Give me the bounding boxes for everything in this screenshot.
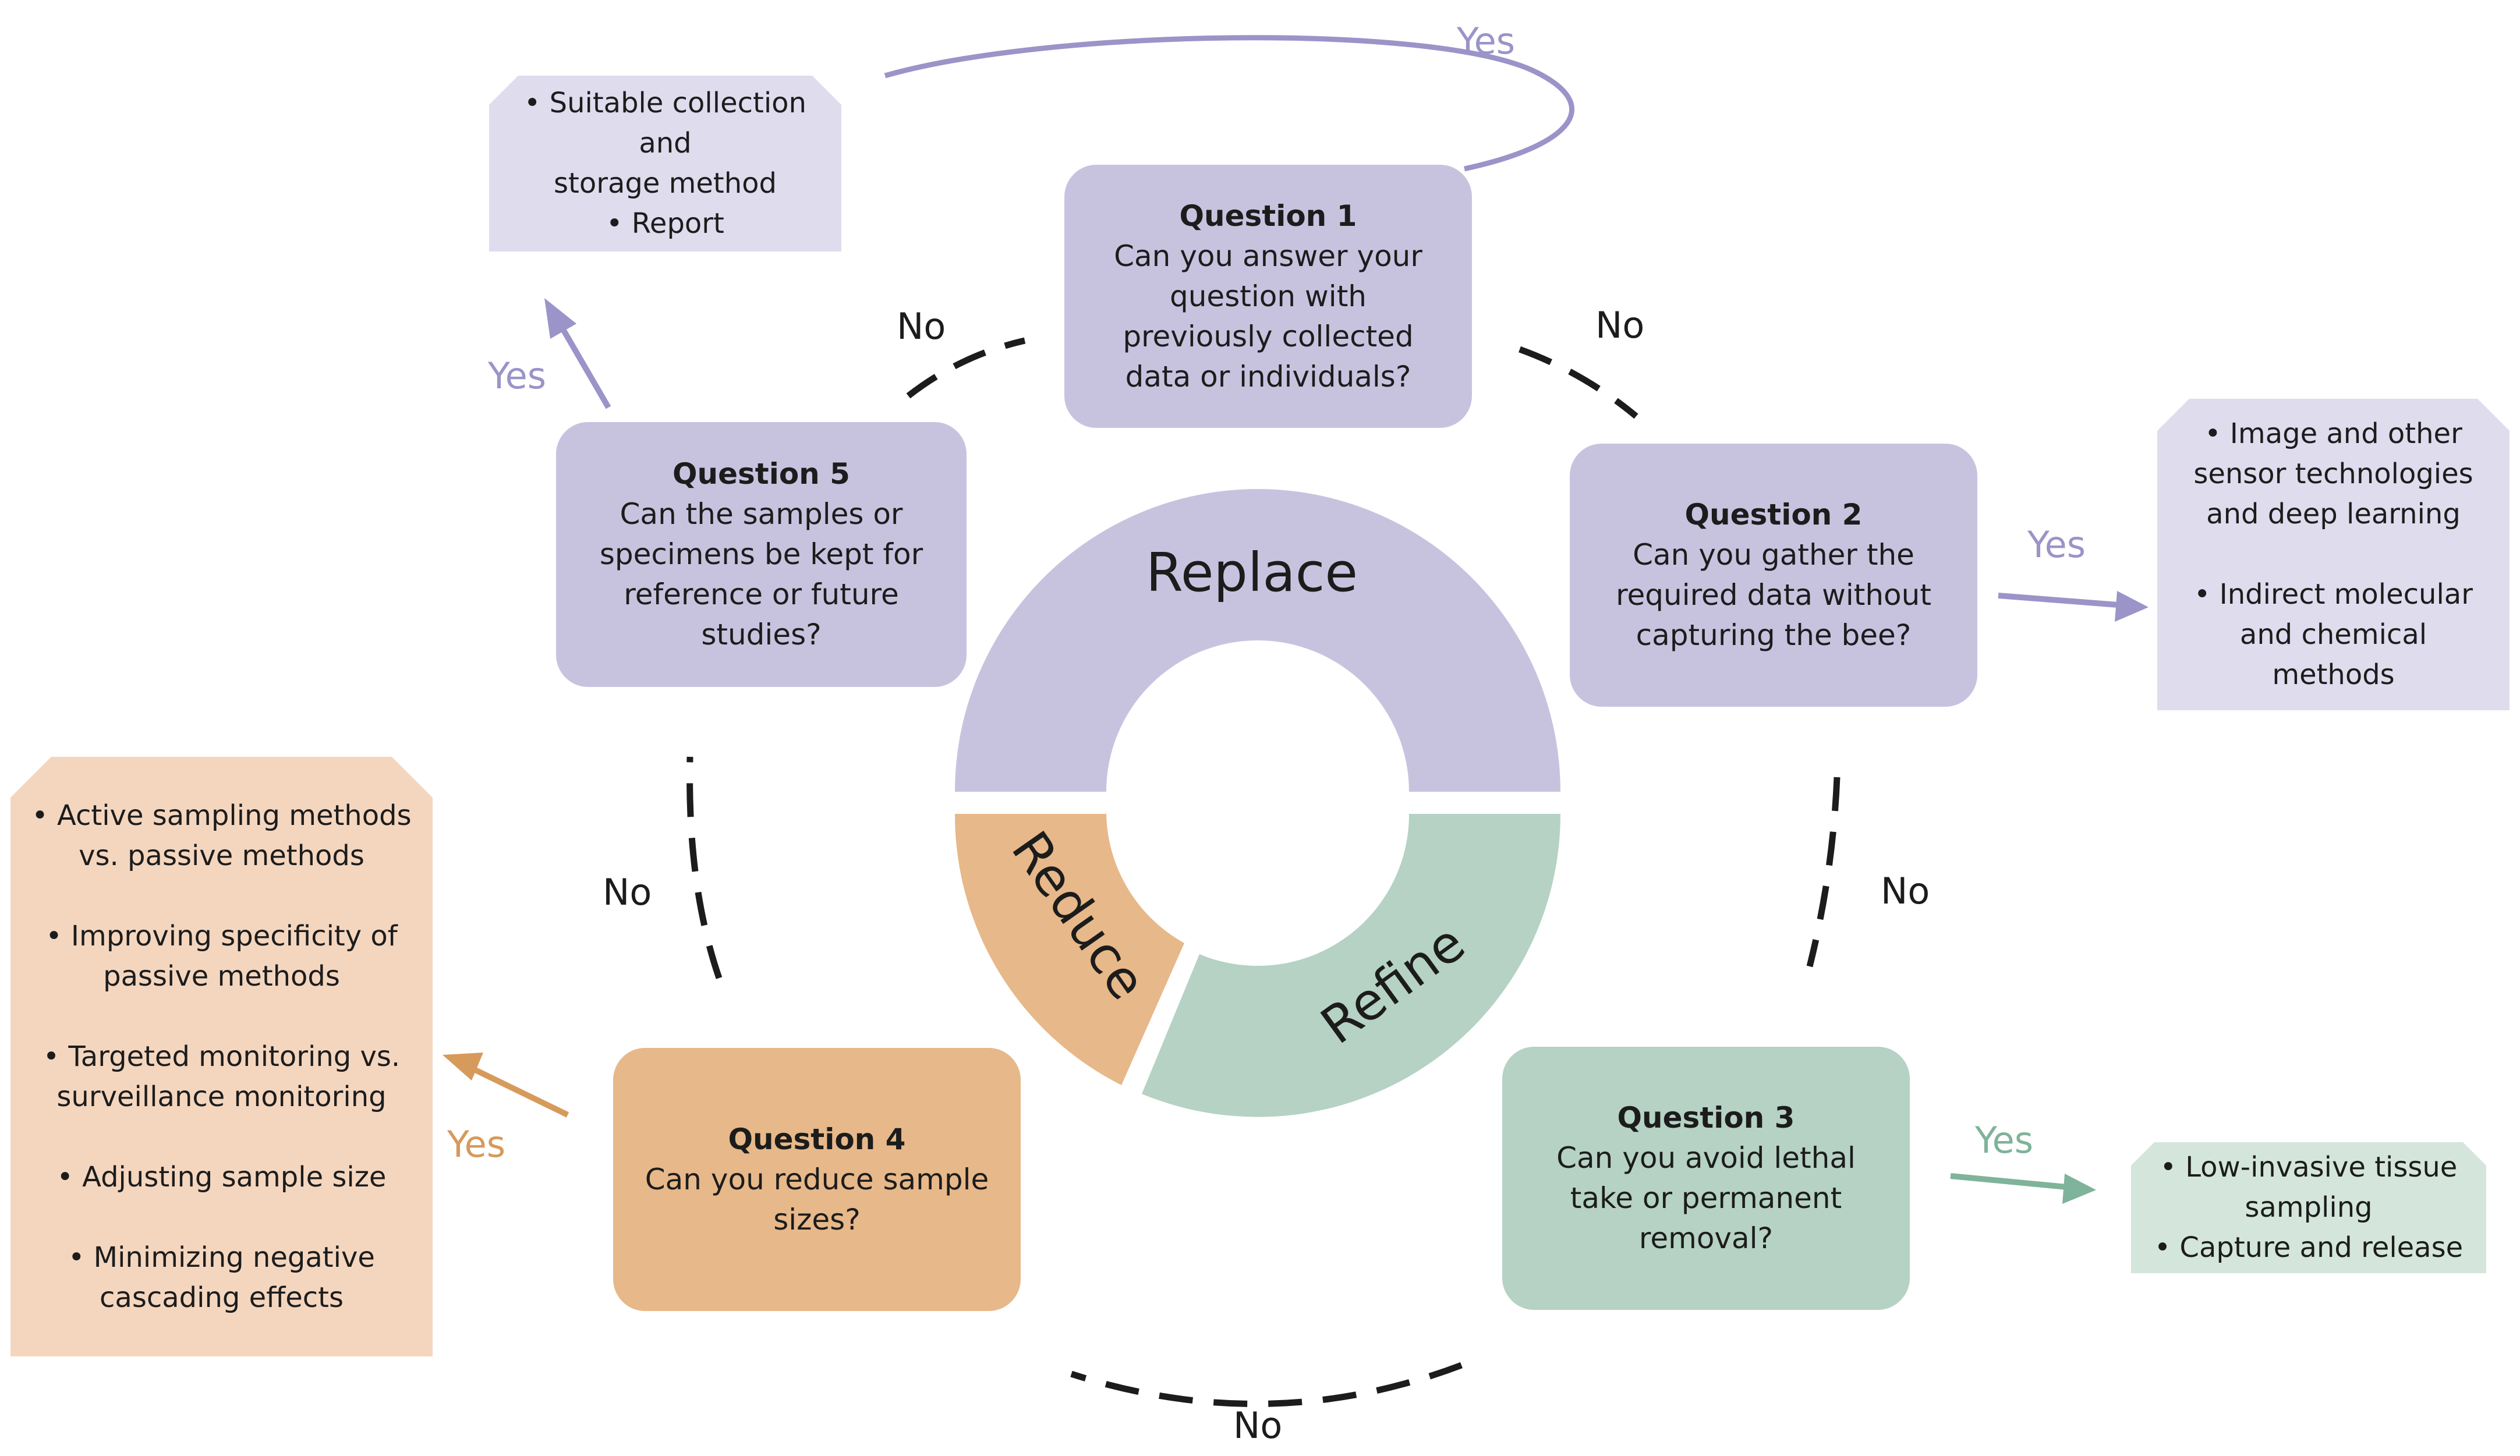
outcome-q3-yes-box: • Low-invasive tissue sampling • Capture…	[2131, 1142, 2486, 1273]
question-3-line-1: Can you avoid lethal	[1556, 1141, 1856, 1175]
yes-label-q2: Yes	[2027, 523, 2086, 566]
question-5-line-1: Can the samples or	[620, 497, 903, 531]
yes-arrow-q4	[443, 1053, 569, 1118]
ring-replace-segment	[955, 489, 1560, 792]
question-1-line-4: data or individuals?	[1125, 359, 1411, 394]
outcome-q2-item-2-cont-a: and chemical	[2239, 618, 2427, 651]
question-1-box: Question 1 Can you answer your question …	[1064, 165, 1472, 428]
question-1-title: Question 1	[1179, 199, 1357, 233]
outcome-q4-item-2: • Improving specificity of	[45, 919, 398, 952]
no-label-q4: No	[603, 871, 652, 913]
question-3-line-3: removal?	[1638, 1221, 1774, 1255]
no-label-q2: No	[1881, 870, 1930, 912]
outcome-q3-item-1-cont: sampling	[2245, 1191, 2373, 1224]
outcome-q3-item-2: • Capture and release	[2154, 1231, 2464, 1264]
outcome-q2-yes-box: • Image and other sensor technologies an…	[2157, 399, 2510, 710]
question-4-line-1: Can you reduce sample	[645, 1162, 989, 1196]
outcome-q5-yes-box: • Suitable collection and storage method…	[489, 76, 841, 251]
outcome-q4-yes-box: • Active sampling methods vs. passive me…	[10, 757, 433, 1356]
question-2-line-3: capturing the bee?	[1636, 618, 1912, 652]
yes-label-q5: Yes	[488, 355, 547, 397]
question-2-line-2: required data without	[1616, 578, 1931, 612]
question-5-box: Question 5 Can the samples or specimens …	[556, 422, 967, 687]
outcome-q5-item-1: • Suitable collection and	[524, 87, 806, 160]
no-connector-q1-q2	[1519, 346, 1638, 419]
outcome-q4-item-2-cont: passive methods	[103, 959, 340, 993]
outcome-q4-item-5-cont: cascading effects	[100, 1281, 344, 1314]
question-5-line-2: specimens be kept for	[599, 537, 923, 571]
ring-reduce-segment	[954, 814, 1184, 1085]
no-connector-q5-q1	[906, 337, 1026, 399]
outcome-q2-item-1-cont-b: and deep learning	[2206, 498, 2461, 530]
no-label-q1-left: No	[897, 305, 946, 348]
outcome-q2-item-2-cont-b: methods	[2272, 658, 2395, 691]
outcome-q4-item-3-cont: surveillance monitoring	[56, 1080, 387, 1113]
question-5-title: Question 5	[673, 457, 850, 491]
question-1-line-1: Can you answer your	[1114, 239, 1422, 273]
outcome-q3-item-1: • Low-invasive tissue	[2160, 1151, 2458, 1184]
outcome-q4-item-5: • Minimizing negative	[68, 1241, 375, 1274]
no-connector-q2-q3	[1806, 777, 1841, 968]
question-5-line-4: studies?	[701, 618, 822, 651]
outcome-q2-item-1: • Image and other	[2204, 417, 2462, 450]
yes-arrow-q5	[544, 298, 611, 409]
question-3-box: Question 3 Can you avoid lethal take or …	[1502, 1047, 1910, 1310]
outcome-q4-item-1-cont: vs. passive methods	[79, 839, 364, 872]
question-4-title: Question 4	[728, 1122, 906, 1156]
question-4-box: Question 4 Can you reduce sample sizes?	[613, 1048, 1021, 1311]
yes-label-q1: Yes	[1457, 20, 1516, 62]
outcome-q4-item-4: • Adjusting sample size	[56, 1160, 387, 1193]
outcome-q5-item-1-cont: storage method	[554, 167, 777, 200]
ring-label-replace: Replace	[1146, 541, 1358, 604]
question-4-line-2: sizes?	[773, 1202, 861, 1237]
no-connector-q4-q5	[686, 756, 723, 979]
no-connector-q3-q4	[1070, 1362, 1463, 1407]
outcome-q4-item-1: • Active sampling methods	[31, 799, 412, 832]
question-2-box: Question 2 Can you gather the required d…	[1570, 444, 1977, 707]
ring-refine-segment	[1142, 814, 1561, 1117]
question-1-line-3: previously collected	[1123, 319, 1414, 353]
question-2-title: Question 2	[1684, 498, 1863, 532]
yes-label-q3: Yes	[1975, 1119, 2034, 1161]
no-label-q3: No	[1233, 1404, 1283, 1447]
yes-arrow-q3	[1950, 1173, 2096, 1204]
outcome-q2-item-2: • Indirect molecular	[2194, 578, 2473, 611]
question-1-line-2: question with	[1170, 279, 1367, 313]
no-label-q1-right: No	[1595, 304, 1645, 346]
yes-loop-q1-curve	[884, 35, 1574, 172]
question-5-line-3: reference or future	[624, 578, 899, 611]
outcome-q5-item-2: • Report	[606, 207, 724, 240]
question-2-line-1: Can you gather the	[1633, 538, 1914, 572]
question-3-line-2: take or permanent	[1570, 1181, 1842, 1215]
outcome-q2-item-1-cont-a: sensor technologies	[2193, 458, 2473, 490]
outcome-q4-item-3: • Targeted monitoring vs.	[43, 1040, 401, 1073]
yes-label-q4: Yes	[447, 1123, 506, 1165]
yes-arrow-q2	[1998, 591, 2149, 622]
question-3-title: Question 3	[1617, 1101, 1795, 1135]
